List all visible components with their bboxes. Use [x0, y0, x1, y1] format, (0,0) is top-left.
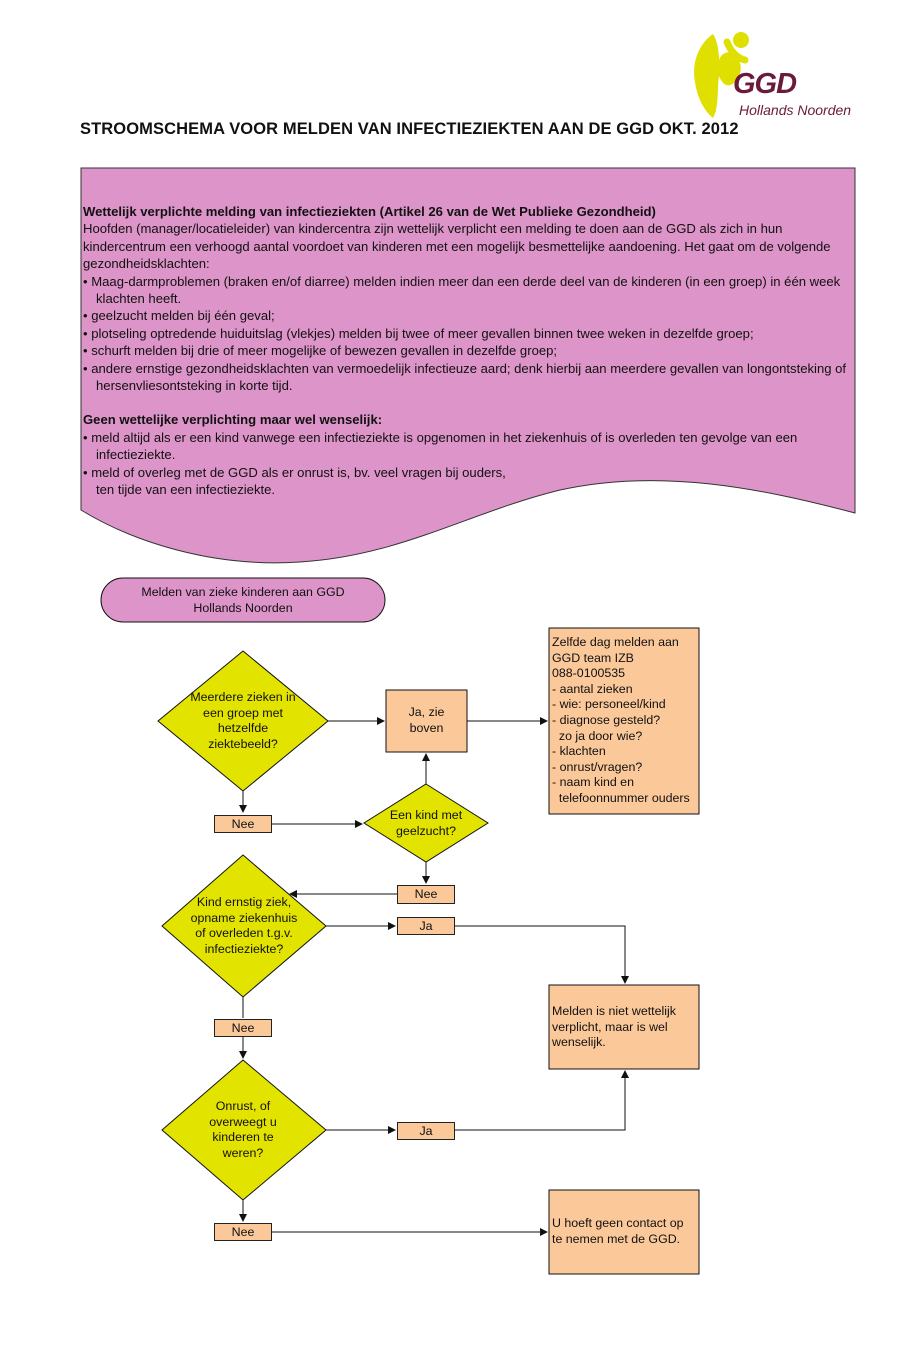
melden-item: telefoonnummer ouders [552, 790, 690, 805]
info-list-item: • Maag-darmproblemen (braken en/of diarr… [83, 273, 841, 307]
info-list-item: • andere ernstige gezondheidsklachten va… [83, 360, 847, 394]
info-item-text: meld of overleg met de GGD als er onrust… [91, 464, 506, 498]
ggd-logo-figure-icon [694, 32, 749, 118]
info-list-item: • geelzucht melden bij één geval; [83, 308, 275, 324]
ja-boven-label: Ja, zie boven [408, 705, 445, 735]
nee-label-3: Nee [214, 1019, 272, 1037]
info-item-text: meld altijd als er een kind vanwege een … [91, 429, 798, 463]
q2-label: Een kind met geelzucht? [389, 808, 463, 838]
logo-subtitle: Hollands Noorden [739, 102, 852, 118]
ja-label-2: Ja [397, 1122, 455, 1140]
info-item-text: geelzucht melden bij één geval; [91, 308, 275, 324]
ggd-logo: GGD Hollands Noorden [683, 30, 858, 122]
start-label: Melden van zieke kinderen aan GGD Hollan… [141, 585, 345, 615]
start-terminator [100, 577, 386, 623]
info-block-shape [80, 167, 856, 564]
info-list-item: • meld altijd als er een kind vanwege ee… [83, 429, 798, 463]
info-item-text: Maag-darmproblemen (braken en/of diarree… [91, 273, 841, 307]
melden-item: - klachten [552, 744, 606, 759]
info-heading-wish: Geen wettelijke verplichting maar wel we… [83, 412, 383, 428]
q3-label: Kind ernstig ziek, opname ziekenhuis of … [190, 895, 298, 956]
melden-line: GGD team IZB [552, 650, 634, 665]
info-text: Wettelijk verplichte melding van infecti… [83, 203, 853, 499]
melden-box-shape [548, 627, 700, 815]
ja-label-1: Ja [397, 917, 455, 935]
ja-boven-box-shape [385, 689, 468, 753]
wenselijk-box-shape [548, 984, 700, 1070]
info-list-item: • schurft melden bij drie of meer mogeli… [83, 343, 558, 359]
geen-contact-box: U hoeft geen contact op te nemen met de … [552, 1216, 684, 1246]
melden-item: zo ja door wie? [552, 728, 643, 743]
melden-item: - aantal zieken [552, 681, 633, 696]
melden-item: - onrust/vragen? [552, 759, 643, 774]
melden-item: - wie: personeel/kind [552, 697, 666, 712]
melden-item: - naam kind en [552, 775, 634, 790]
melden-line: Zelfde dag melden aan [552, 635, 679, 649]
info-intro: Hoofden (manager/locatieleider) van kind… [83, 221, 831, 272]
nee-label-1: Nee [214, 815, 272, 833]
nee-label-4: Nee [214, 1223, 272, 1241]
wenselijk-box: Melden is niet wettelijk verplicht, maar… [552, 1004, 676, 1050]
logo-name: GGD [733, 68, 797, 100]
melden-box: Zelfde dag melden aan GGD team IZB 088-0… [552, 635, 698, 807]
info-item-text: andere ernstige gezondheidsklachten van … [91, 360, 847, 394]
arrow-ja-to-wenselijk-2 [455, 1070, 629, 1131]
melden-phone: 088-0100535 [552, 666, 626, 681]
q1-label: Meerdere zieken in een groep met hetzelf… [190, 690, 296, 751]
info-item-text: schurft melden bij drie of meer mogelijk… [91, 343, 558, 359]
info-heading-legal: Wettelijk verplichte melding van infecti… [83, 204, 656, 219]
nee-label-2: Nee [397, 885, 455, 904]
geen-contact-box-shape [548, 1189, 700, 1275]
page-title: STROOMSCHEMA VOOR MELDEN VAN INFECTIEZIE… [80, 120, 739, 138]
flowchart-canvas [100, 577, 700, 1275]
melden-item: - diagnose gesteld? [552, 712, 661, 727]
info-list-item: • plotseling optredende huiduitslag (vle… [83, 325, 754, 341]
info-list-item: • meld of overleg met de GGD als er onru… [83, 464, 506, 498]
arrow-ja-to-wenselijk [455, 925, 629, 984]
info-item-text: plotseling optredende huiduitslag (vlekj… [91, 325, 754, 341]
q4-label: Onrust, of overweegt u kinderen te weren… [209, 1099, 277, 1160]
